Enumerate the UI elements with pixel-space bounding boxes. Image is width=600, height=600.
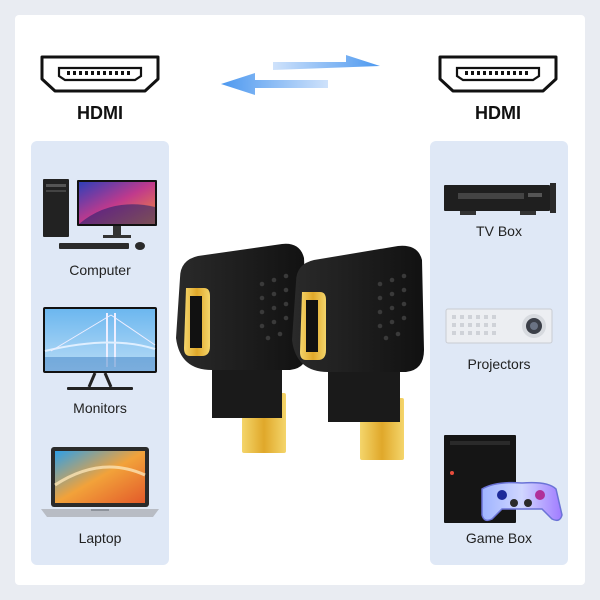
hdmi-port-right-icon [438, 55, 558, 93]
hdmi-label-right: HDMI [475, 103, 521, 123]
laptop-icon [41, 447, 159, 517]
device-label-projectors: Projectors [467, 356, 531, 372]
hdmi-label-left: HDMI [77, 103, 123, 123]
bidirectional-arrows-icon [221, 55, 380, 95]
computer-icon [43, 179, 157, 250]
game-box-icon [444, 435, 563, 523]
device-label-computer: Computer [69, 262, 131, 278]
device-label-tv-box: TV Box [476, 223, 522, 239]
device-label-laptop: Laptop [78, 530, 122, 546]
hdmi-port-left-icon [40, 55, 160, 93]
source-devices-panel: Computer Monitors Laptop [31, 141, 169, 565]
hdmi-adapters-image [176, 243, 424, 460]
adapter-right [292, 245, 424, 460]
device-label-game-box: Game Box [465, 530, 533, 546]
adapter-left [176, 243, 308, 453]
display-devices-panel: TV Box Projectors Game Box [430, 141, 568, 565]
device-label-monitors: Monitors [73, 400, 127, 416]
projector-icon [445, 308, 553, 344]
tv-box-icon [444, 183, 556, 215]
monitor-icon [43, 307, 157, 390]
